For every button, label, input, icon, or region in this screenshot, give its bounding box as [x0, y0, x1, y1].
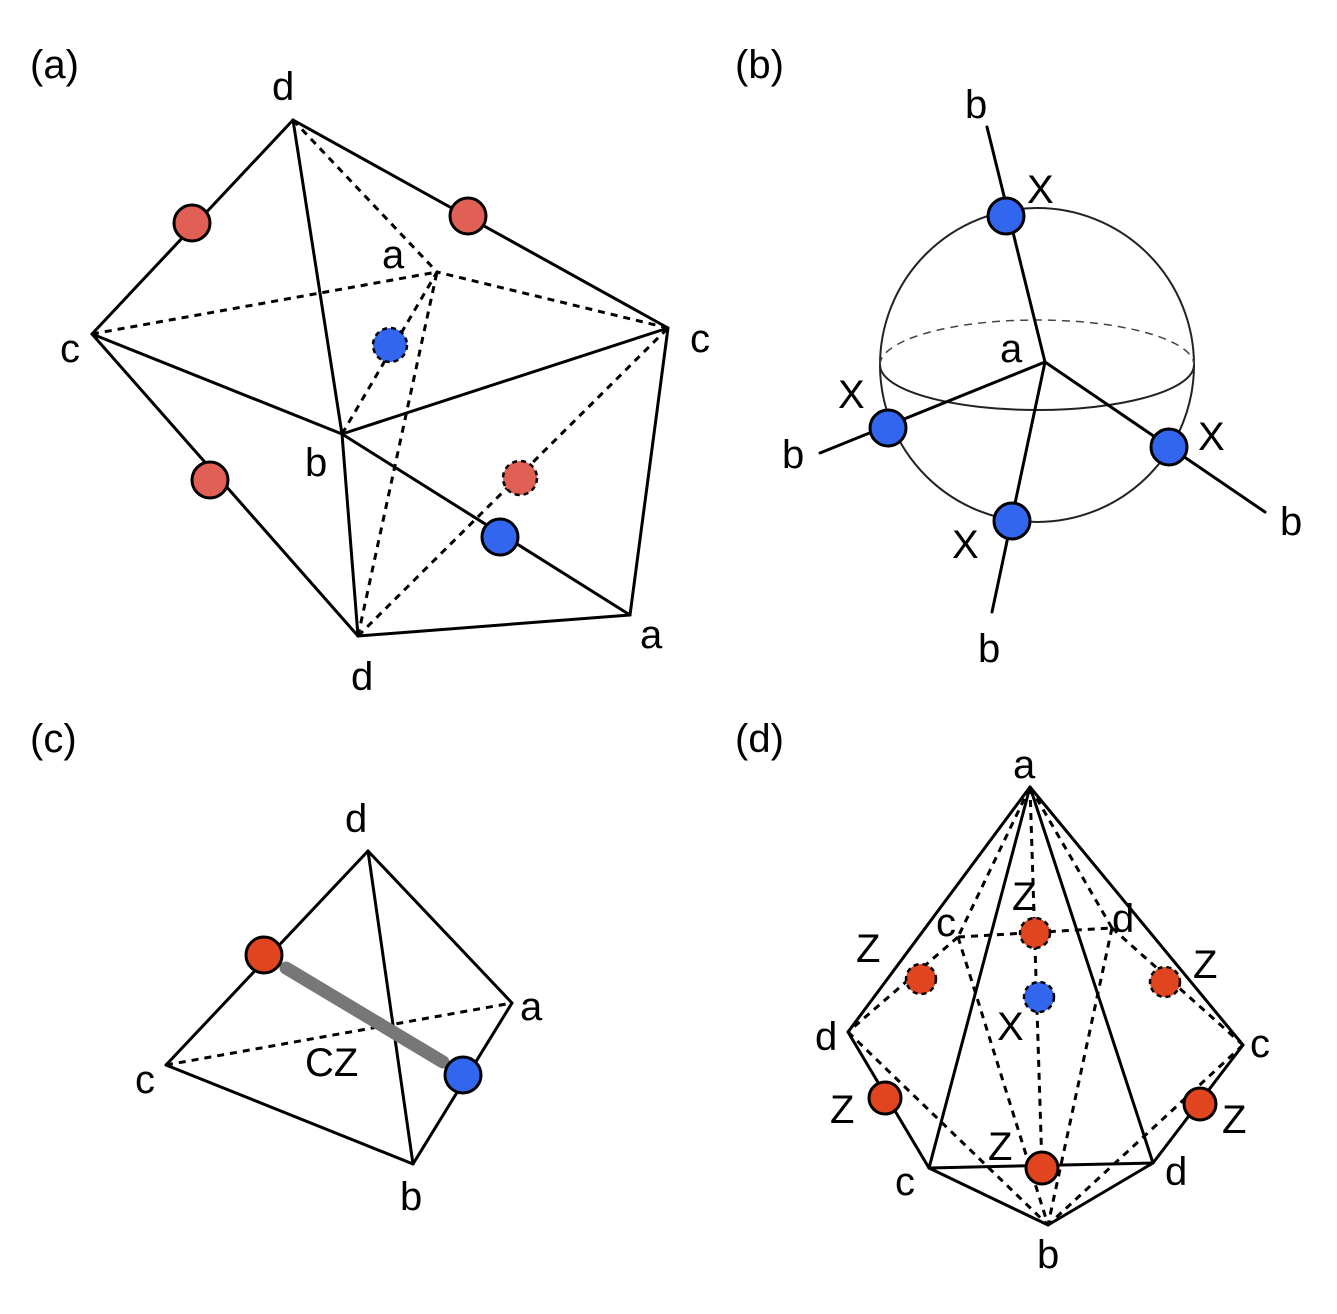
panel-c: (c) d a c b CZ [30, 717, 543, 1219]
vertex-label: b [305, 441, 327, 485]
qubit-red [448, 196, 488, 236]
pauli-label: X [1027, 168, 1054, 212]
vertex-label: a [520, 985, 543, 1029]
vertex-label: d [351, 655, 373, 699]
hidden-edge [165, 1001, 513, 1067]
pauli-label: Z [1193, 943, 1217, 987]
vertex-label: c [690, 317, 710, 361]
qubit-blue-hidden [1022, 980, 1056, 1014]
vertex-label: c [60, 327, 80, 371]
panel-a-solid-edges [90, 118, 670, 638]
panel-d-tag: (d) [735, 717, 784, 761]
vertex-label: d [815, 1015, 837, 1059]
vertex-label: a [1013, 743, 1036, 787]
pauli-label: Z [856, 927, 880, 971]
qubit-red-hidden [501, 459, 539, 497]
vertex-label: b [1037, 1233, 1059, 1277]
qubit-blue [992, 501, 1032, 541]
qubit-red-hidden [904, 962, 938, 996]
panel-b-tag: (b) [735, 43, 784, 87]
pauli-label: X [952, 523, 979, 567]
panel-a: (a) d a [30, 43, 710, 699]
sphere-equator-front [879, 364, 1195, 411]
vertex-label: d [345, 797, 367, 841]
sphere-equator-back [879, 319, 1195, 366]
qubit-blue [868, 408, 908, 448]
qubit-blue [480, 517, 520, 557]
cz-label: CZ [305, 1041, 358, 1085]
qubit-red [244, 935, 284, 975]
pauli-label: X [838, 373, 865, 417]
vertex-label: a [382, 233, 405, 277]
panel-d-nodes [867, 916, 1218, 1186]
qubit-red [1182, 1086, 1218, 1122]
vertex-label: c [135, 1058, 155, 1102]
panel-d-hidden-edges [846, 786, 1245, 1227]
qubit-blue [986, 196, 1026, 236]
panel-a-hidden-edges [91, 118, 670, 638]
pauli-label: Z [988, 1125, 1012, 1169]
panel-b: (b) a b X X b X b X b [735, 43, 1302, 671]
pauli-label: Z [1222, 1098, 1246, 1142]
vertex-label: a [640, 613, 663, 657]
vertex-label: d [1112, 897, 1134, 941]
vertex-label: d [272, 65, 294, 109]
qubit-blue [1149, 427, 1189, 467]
vertex-label: c [1250, 1022, 1270, 1066]
pauli-label: Z [830, 1088, 854, 1132]
qubit-blue [443, 1055, 483, 1095]
vertex-label: a [1000, 327, 1023, 371]
vertex-label: b [1280, 500, 1302, 544]
panel-a-tag: (a) [30, 43, 79, 87]
panel-d-solid-edges [846, 785, 1245, 1227]
vertex-label: c [936, 901, 956, 945]
pauli-label: X [1198, 415, 1225, 459]
vertex-label: b [965, 83, 987, 127]
qubit-blue-hidden [371, 326, 409, 364]
panel-d: (d) [735, 717, 1270, 1277]
panel-c-tag: (c) [30, 717, 77, 761]
qubit-red [190, 460, 230, 500]
vertex-label: c [895, 1160, 915, 1204]
panel-a-nodes [172, 196, 539, 557]
qubit-red-hidden [1018, 916, 1052, 950]
vertex-label: b [400, 1175, 422, 1219]
qubit-red [1024, 1150, 1060, 1186]
pauli-label: Z [1012, 875, 1036, 919]
vertex-label: b [978, 627, 1000, 671]
pauli-label: X [997, 1005, 1024, 1049]
vertex-label: d [1165, 1150, 1187, 1194]
qubit-red [867, 1080, 903, 1116]
qubit-red [172, 203, 212, 243]
qubit-red-hidden [1148, 965, 1182, 999]
panel-b-nodes [868, 196, 1189, 541]
cz-gate-bar [279, 961, 450, 1069]
panel-c-solid-edges [164, 849, 514, 1166]
vertex-label: b [782, 433, 804, 477]
